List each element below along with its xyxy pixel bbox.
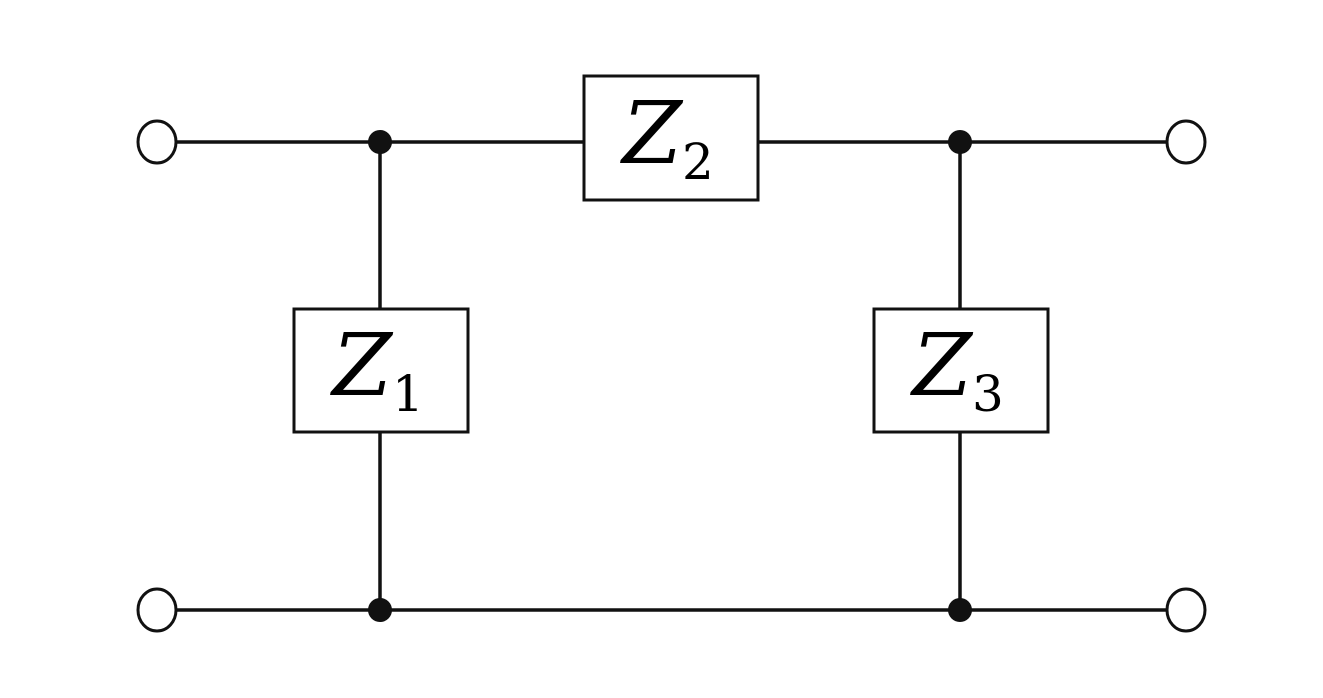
z3-label: Z3: [909, 316, 1004, 423]
z3-symbol: Z: [909, 316, 973, 416]
impedance-z2: Z2: [582, 74, 760, 202]
junction-node-bottom-right: [948, 598, 972, 622]
z3-subscript: 3: [972, 365, 1004, 423]
junction-node-top-right: [948, 130, 972, 154]
z1-box: [292, 307, 470, 434]
junction-node-top-left: [368, 130, 392, 154]
z2-subscript: 2: [682, 133, 714, 191]
z2-box: [582, 74, 760, 202]
z1-label: Z1: [329, 316, 424, 423]
impedance-z1: Z1: [292, 307, 470, 434]
z3-box: [872, 307, 1050, 434]
junction-node-bottom-left: [368, 598, 392, 622]
impedance-z3: Z3: [872, 307, 1050, 434]
terminal-bottom-left: [136, 587, 178, 633]
z2-symbol: Z: [619, 84, 683, 184]
terminal-top-right: [1165, 119, 1207, 165]
terminal-bottom-right: [1165, 587, 1207, 633]
z1-subscript: 1: [392, 365, 424, 423]
z2-label: Z2: [619, 84, 714, 191]
terminal-top-left: [136, 119, 178, 165]
z1-symbol: Z: [329, 316, 393, 416]
